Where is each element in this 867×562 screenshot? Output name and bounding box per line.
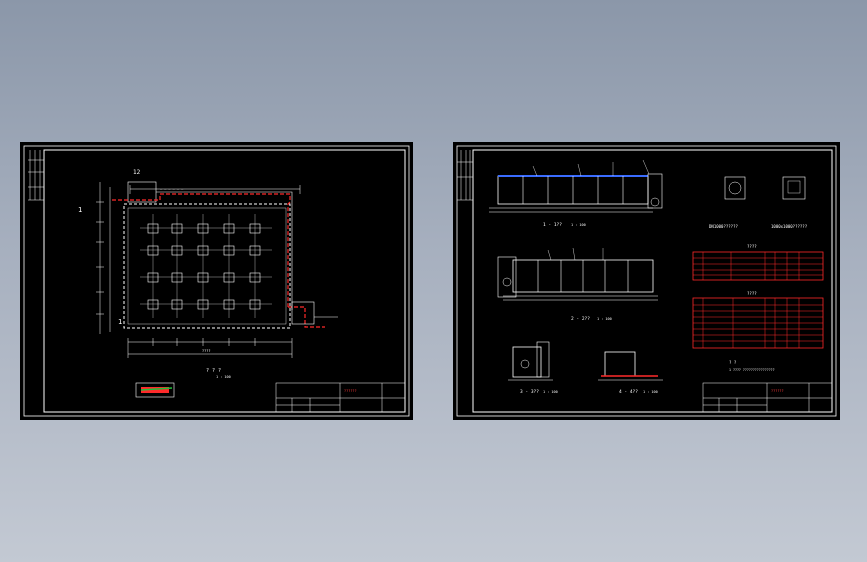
detail-label-2: 1000x1000??????: [771, 224, 808, 229]
section-2-label: 2 - 2??: [571, 316, 590, 322]
tank-outline: [123, 203, 291, 329]
plan-caption: ? ? ?: [206, 368, 221, 374]
binding-strip-right: [457, 150, 473, 201]
section-drawing: 1 - 1?? 1 : 100 2 - 2?? 1 : 100 3 - 3?? …: [456, 145, 837, 417]
table-1-title: ????: [747, 244, 757, 249]
notes-title: ? ?: [729, 360, 737, 365]
section-3-label: 3 - 3??: [520, 389, 539, 395]
section-4-4: 4 - 4?? 1 : 100: [598, 351, 663, 395]
column-connectors: [140, 214, 272, 318]
detail-label-1: DN1000??????: [709, 224, 738, 229]
title-block-right: [702, 382, 833, 413]
section-1-scale: 1 : 100: [571, 223, 586, 227]
section-1-label: 1 - 1??: [543, 222, 562, 228]
section-2-scale: 1 : 100: [597, 317, 612, 321]
notes-text: 1 ???? ????????????????: [729, 368, 775, 372]
bottom-dimension-chain: [127, 338, 293, 358]
drawing-sheet-left[interactable]: 12 1 1 — — — — — —: [20, 142, 413, 420]
legend-swatch: [135, 382, 175, 398]
detail-drawings: DN1000?????? 1000x1000??????: [709, 176, 808, 229]
drawing-sheet-right[interactable]: 1 - 1?? 1 : 100 2 - 2?? 1 : 100 3 - 3?? …: [453, 142, 840, 420]
table-2: ????: [692, 291, 824, 349]
plan-scale: 1 : 100: [216, 375, 231, 379]
inlet-chamber: [127, 181, 157, 203]
title-block-text: ??????: [344, 389, 357, 393]
table-1: ????: [692, 244, 824, 281]
outlet-chamber: [291, 301, 315, 325]
left-dimension-chain: [96, 182, 111, 334]
title-block: [275, 382, 406, 413]
title-block-text-right: ??????: [771, 389, 784, 393]
section-1-1: 1 - 1?? 1 : 100: [489, 159, 663, 228]
red-pipe-route: [112, 193, 325, 328]
pipe-outline: [156, 191, 293, 310]
section-4-scale: 1 : 100: [643, 390, 658, 394]
table-2-title: ????: [747, 291, 757, 296]
axis-label-bottom-left: 1: [118, 318, 122, 326]
pipe-label: — — — — — —: [160, 187, 184, 191]
section-2-2: 2 - 2?? 1 : 100: [497, 247, 658, 322]
section-4-label: 4 - 4??: [619, 389, 638, 395]
dim-text: ????: [202, 349, 210, 353]
column-grid: [147, 223, 261, 310]
top-dimension: [129, 185, 301, 194]
grid-label-top: 12: [133, 169, 141, 176]
binding-strip: [28, 150, 44, 201]
axis-label-left: 1: [78, 206, 82, 214]
section-3-scale: 1 : 100: [543, 390, 558, 394]
tank-inner-outline: [127, 207, 287, 325]
plan-drawing: 12 1 1 — — — — — —: [23, 145, 410, 417]
section-3-3: 3 - 3?? 1 : 100: [508, 341, 558, 395]
